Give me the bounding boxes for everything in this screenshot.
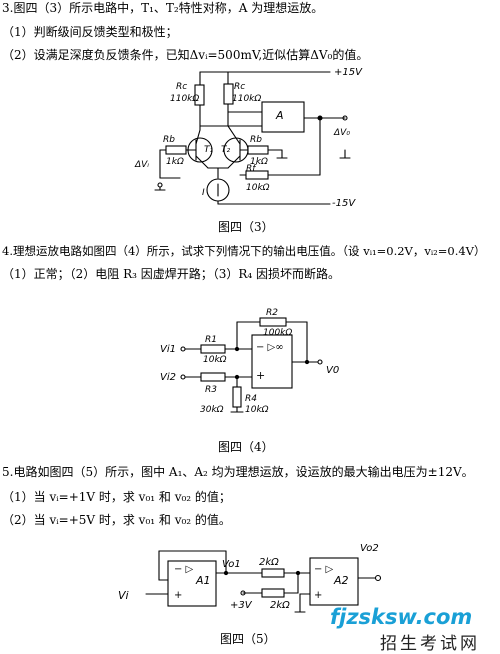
fig3-rb2-label: Rb bbox=[250, 135, 262, 145]
fig3-rf-value: 10kΩ bbox=[246, 183, 270, 193]
fig3-rf-label: Rf bbox=[246, 164, 256, 174]
fig3-output-label: ΔV₀ bbox=[334, 128, 350, 138]
fig4-r3-value: 30kΩ bbox=[200, 405, 224, 415]
fig5-a2-label: A2 bbox=[334, 574, 349, 587]
fig5-v3-label: +3V bbox=[230, 600, 252, 611]
fig3-rc1-label: Rc bbox=[176, 82, 188, 92]
q5-title: 5.电路如图四（5）所示，图中 A₁、A₂ 均为理想运放，设运放的最大输出电压为… bbox=[2, 465, 474, 479]
fig3-ie-label: I bbox=[202, 188, 205, 198]
fig4-noninverting-sign: + bbox=[256, 369, 266, 382]
q3-part1: （1）判断级间反馈类型和极性； bbox=[2, 25, 178, 39]
fig4-r1-value: 10kΩ bbox=[203, 355, 227, 365]
fig5-a2-plus: + bbox=[314, 590, 323, 601]
fig3-vcc-label: +15V bbox=[334, 67, 362, 78]
watermark-site: fjzsksw.com bbox=[330, 605, 473, 629]
fig4-vi1-label: Vi1 bbox=[160, 344, 176, 355]
fig3-input-label: ΔVᵢ bbox=[135, 160, 149, 170]
q3-part2: （2）设满足深度负反馈条件，已知Δvᵢ=500mV,近似估算ΔV₀的值。 bbox=[2, 48, 369, 62]
fig3-rc2-label: Rc bbox=[234, 82, 246, 92]
fig4-r2-value: 100kΩ bbox=[263, 328, 293, 338]
fig3-rc2-value: 110kΩ bbox=[232, 94, 262, 104]
figure-4-circuit bbox=[180, 317, 323, 413]
fig5-vo2-label: Vo2 bbox=[360, 543, 379, 554]
fig3-rb2-value: 1kΩ bbox=[250, 157, 268, 167]
q4-title: 4.理想运放电路如图四（4）所示，试求下列情况下的输出电压值。（设 vᵢ₁=0.… bbox=[2, 244, 486, 258]
fig4-inverting-sign: − ▷∞ bbox=[256, 342, 284, 353]
fig3-rb1-label: Rb bbox=[163, 135, 175, 145]
figure-3-circuit bbox=[154, 71, 351, 205]
q4-parts: （1）正常；（2）电阻 R₃ 因虚焊开路；（3）R₄ 因损坏而断路。 bbox=[2, 267, 341, 281]
fig4-r1-label: R1 bbox=[205, 335, 217, 345]
fig5-a1-minus: − ▷ bbox=[174, 564, 194, 575]
fig5-vi-label: Vi bbox=[118, 589, 129, 602]
fig5-vo1-label: Vo1 bbox=[222, 559, 241, 570]
fig3-t1-label: T₁ bbox=[204, 145, 214, 155]
q5-part1: （1）当 vᵢ=+1V 时，求 v₀₁ 和 v₀₂ 的值； bbox=[2, 490, 231, 504]
q5-part2: （2）当 vᵢ=+5V 时，求 v₀₁ 和 v₀₂ 的值。 bbox=[2, 513, 231, 527]
fig5-a2-minus: − ▷ bbox=[314, 564, 334, 575]
figure-5-circuit bbox=[145, 550, 382, 613]
fig3-rc1-value: 110kΩ bbox=[170, 94, 200, 104]
fig4-r4-label: R4 bbox=[245, 394, 257, 404]
fig4-r2-label: R2 bbox=[266, 308, 278, 318]
fig4-caption: 图四（4） bbox=[218, 440, 274, 454]
fig3-caption: 图四（3） bbox=[218, 220, 274, 234]
fig4-output-label: V0 bbox=[326, 365, 340, 376]
fig4-r3-label: R3 bbox=[205, 385, 217, 395]
fig3-vee-label: -15V bbox=[332, 198, 356, 209]
fig5-caption: 图四（5） bbox=[220, 632, 276, 646]
fig3-t2-label: T₂ bbox=[221, 145, 231, 155]
fig5-a1-plus: + bbox=[174, 590, 183, 601]
fig4-r4-value: 10kΩ bbox=[245, 405, 269, 415]
q3-title: 3.图四（3）所示电路中，T₁、T₂特性对称，A 为理想运放。 bbox=[2, 1, 324, 15]
fig5-rbot-label: 2kΩ bbox=[270, 600, 290, 611]
fig5-a1-label: A1 bbox=[196, 574, 211, 587]
fig3-rb1-value: 1kΩ bbox=[166, 157, 184, 167]
watermark-name: 招生考试网 bbox=[380, 634, 480, 654]
fig3-opamp-label: A bbox=[276, 109, 284, 122]
fig5-rtop-label: 2kΩ bbox=[259, 557, 279, 568]
fig4-vi2-label: Vi2 bbox=[160, 372, 176, 383]
